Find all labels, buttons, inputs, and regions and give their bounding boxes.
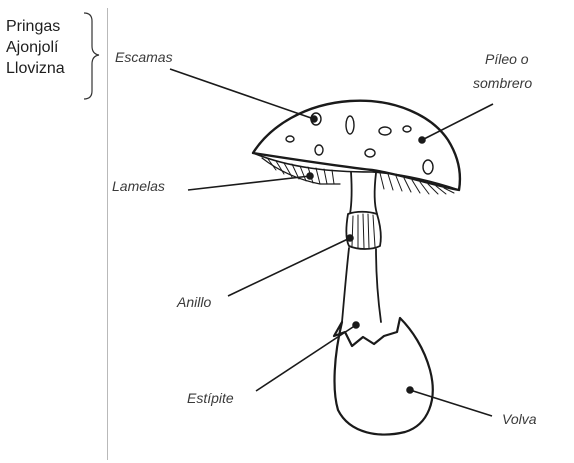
mushroom-icon (253, 101, 460, 435)
leader-dot-lamelas (307, 173, 313, 179)
label-estipite: Estípite (187, 390, 234, 406)
label-escamas: Escamas (115, 49, 173, 65)
label-pileo-line1: Píleo o (485, 51, 529, 67)
mushroom-cap (253, 101, 460, 190)
label-anillo: Anillo (176, 294, 211, 310)
mushroom-stipe (342, 248, 381, 322)
label-pileo-line2: sombrero (473, 75, 532, 91)
leader-dot-volva (407, 387, 413, 393)
leader-dot-escamas (311, 116, 317, 122)
leader-dot-pileo (419, 137, 425, 143)
label-lamelas: Lamelas (112, 178, 165, 194)
leader-line-lamelas (188, 176, 310, 190)
label-volva: Volva (502, 411, 537, 427)
mushroom-volva (334, 318, 433, 434)
leader-dot-anillo (347, 235, 353, 241)
curly-brace-icon (84, 13, 99, 99)
leader-line-anillo (228, 238, 350, 296)
mushroom-upper-stem (350, 172, 377, 214)
leader-line-escamas (170, 69, 314, 119)
leader-dot-estipite (353, 322, 359, 328)
leader-line-pileo (422, 104, 493, 140)
